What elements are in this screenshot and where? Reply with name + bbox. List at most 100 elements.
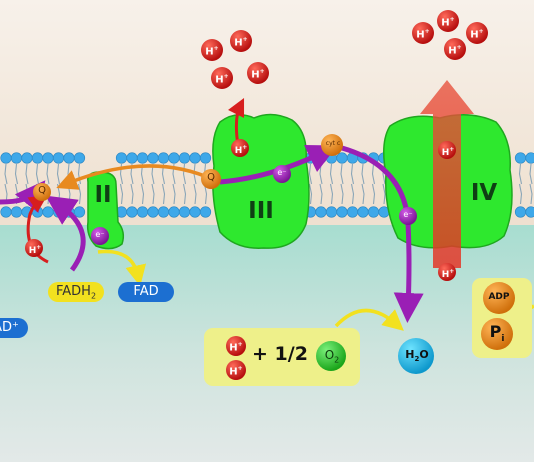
electron-label-iii: e⁻ [277,168,287,177]
lipid-head [336,152,348,164]
lipid-head [189,152,201,164]
proton-circle-left [25,239,43,257]
lipid-tail [308,163,313,205]
lipid-tail [140,163,145,205]
lipid-tail [371,163,376,205]
lipid-tail [161,163,166,205]
lipid-head [336,206,348,218]
lipid-head [168,206,180,218]
lipid-head [315,206,327,218]
adp-circle [483,282,515,314]
pi-circle [481,318,513,350]
lipid-head [31,152,44,164]
electron-path-complex-iii [219,144,338,185]
lipid-head [367,206,380,218]
proton-circle-ims-8 [444,38,466,60]
lipid-head [115,152,128,164]
fad-pill: FAD [118,282,174,302]
electron-label-ii: e⁻ [95,230,105,239]
complex-ii-label: II [94,182,112,208]
proton-circle-iv-low [438,263,456,281]
proton-label-ims-2: H+ [234,36,248,49]
lipid-tail [350,163,355,205]
lipid-head [157,152,170,164]
proton-circle-ims-6 [437,10,459,32]
lipid-tail [319,163,323,205]
pi-label: Pi [489,322,505,345]
lipid-tail [151,163,155,205]
lipid-head [63,152,75,164]
oxygen-circle [316,341,346,371]
lipid-head [42,206,54,218]
lipid-tail [182,163,187,205]
lipid-head [42,152,54,164]
proton-label-ims-3: H+ [215,73,229,86]
fadh2-to-fad-path [97,249,147,287]
proton-label-ims-7: H+ [470,28,484,41]
electron-circle-iv [399,207,417,225]
proton-label-ims-8: H+ [448,44,462,57]
lipid-tail [340,163,344,205]
nad-plus-pill: AD⁺ [0,318,28,338]
proton-label-box-1: H+ [229,341,243,354]
lipid-head [189,206,201,218]
lipid-tail [529,163,533,205]
lipid-head [325,206,338,218]
complex-iii-label: III [248,198,274,224]
proton-label-box-2: H+ [229,365,243,378]
lipid-head [178,206,191,218]
q-right-label: Q [207,172,215,183]
lipid-head [0,152,12,164]
proton-circle-iii-mid [231,139,249,157]
lipid-head [157,206,170,218]
q-right-circle [201,169,221,189]
water-label: H2O [405,348,429,364]
water-circle [398,338,434,374]
adp-label: ADP [488,292,510,302]
complex-iv-label: IV [470,180,498,206]
proton-label-ims-1: H+ [205,45,219,58]
q-left-circle [33,183,51,201]
lipid-tail [172,163,176,205]
lipid-head [10,206,23,218]
lipid-head [199,152,212,164]
proton-circle-ims-5 [412,22,434,44]
lipid-tail [4,163,8,205]
lipid-tail [518,163,523,205]
proton-label-left: H+ [28,244,42,256]
q-left-label: Q [38,185,46,196]
lipid-head [21,152,33,164]
lipid-tail [14,163,19,205]
electron-label-iv: e⁻ [403,210,413,219]
proton-label-iii-mid: H+ [234,144,248,156]
lipid-head [525,152,534,164]
proton-circle-box-1 [226,336,246,356]
cytc-label: cyt c [325,140,341,147]
proton-label-ims-5: H+ [416,28,430,41]
lipid-tail [361,163,365,205]
oxygen-to-water-path [334,308,404,331]
electron-circle-iii [273,165,291,183]
lipid-head [136,206,149,218]
lipid-head [525,206,534,218]
lipid-tail [193,163,197,205]
proton-circle-ims-1 [201,39,223,61]
proton-pump-arrow [420,80,474,268]
lipid-head [346,206,359,218]
lipid-head [357,206,369,218]
proton-circle-ims-3 [211,67,233,89]
lipid-head [514,206,527,218]
lipid-tail [77,163,82,205]
lipid-head [10,152,23,164]
cytc-circle [321,134,343,156]
proton-circle-ims-2 [230,30,252,52]
lipid-head [126,152,138,164]
q-transfer-path [56,164,215,190]
lipid-head [126,206,138,218]
lipid-tail [329,163,334,205]
lipid-head [147,206,159,218]
electron-path-left [0,180,46,214]
lipid-tail [56,163,61,205]
proton-label-ims-4: H+ [251,68,265,81]
